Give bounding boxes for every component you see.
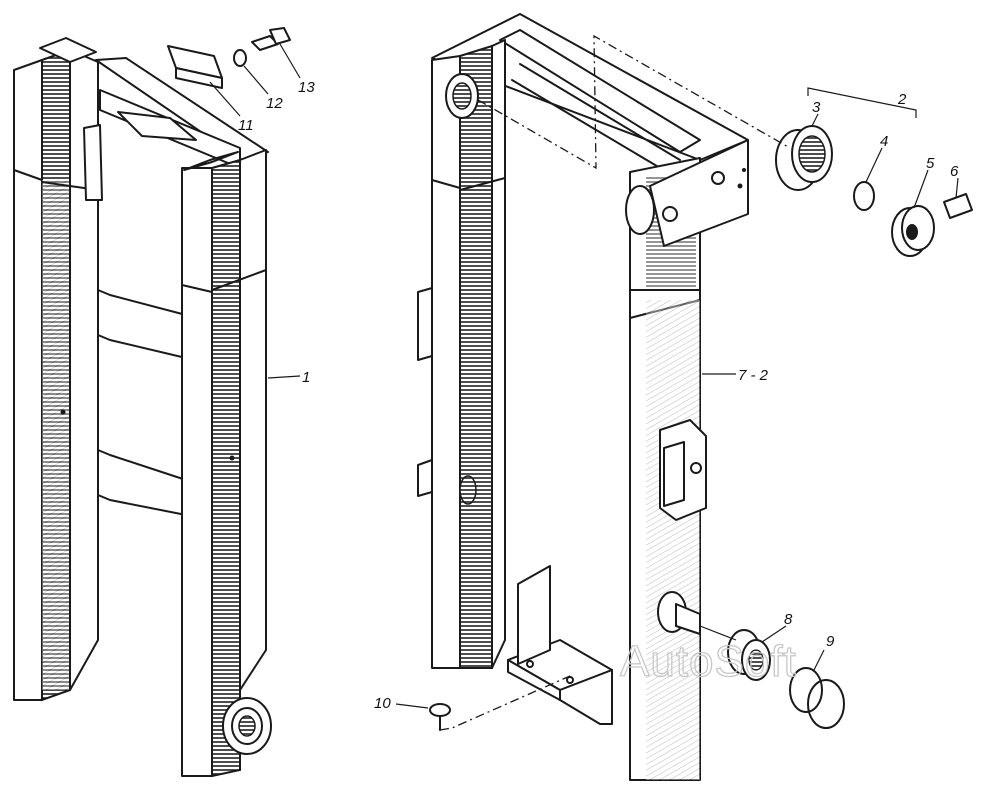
ring-9b [807, 679, 845, 729]
bearing-8 [727, 629, 771, 681]
label-4: 4 [880, 133, 888, 150]
label-11: 11 [238, 117, 254, 134]
label-8: 8 [784, 611, 793, 628]
bearing-3 [775, 125, 833, 191]
label-5: 5 [926, 155, 935, 172]
roller-assembly-parts [477, 34, 973, 729]
inner-mast-frame [417, 13, 749, 781]
part-labels: 1 2 3 4 5 6 7 - 2 8 9 10 11 12 13 [238, 79, 959, 712]
label-3: 3 [812, 99, 821, 116]
label-7-2: 7 - 2 [738, 367, 769, 384]
snap-ring-4 [853, 181, 875, 211]
label-2: 2 [897, 91, 907, 108]
outer-mast-frame [13, 27, 291, 778]
ring-9a [789, 667, 823, 713]
bearing-5 [891, 205, 935, 257]
label-6: 6 [950, 163, 959, 180]
label-10: 10 [374, 695, 391, 712]
label-12: 12 [266, 95, 283, 112]
key-6 [943, 193, 973, 219]
label-13: 13 [298, 79, 315, 96]
label-9: 9 [826, 633, 835, 650]
leader-lines [209, 43, 959, 709]
watermark: AutoSoft [620, 637, 797, 686]
label-1: 1 [302, 369, 310, 386]
